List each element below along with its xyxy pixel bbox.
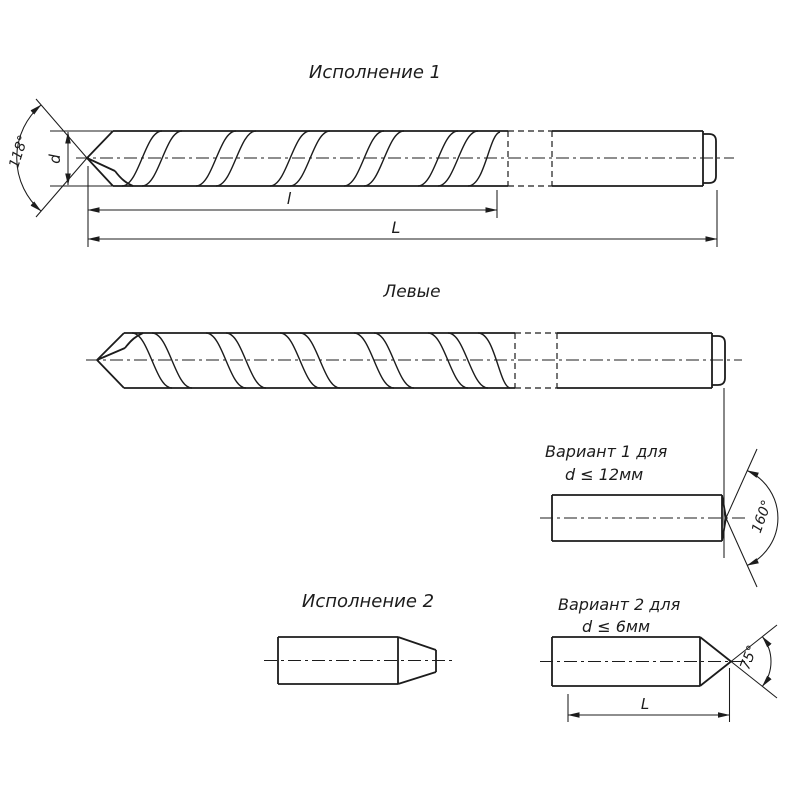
- variant1-caption-line1: Вариант 1 для: [545, 442, 668, 461]
- angle-legs-118: [35, 98, 88, 218]
- version1-title: Исполнение 1: [309, 62, 441, 83]
- dim-diameter-d: d: [46, 130, 113, 187]
- drill1-flutes: [121, 130, 501, 187]
- drill2-dashed-tang-boundary: [514, 332, 558, 389]
- drill1-dashed-tang-boundary: [507, 130, 553, 187]
- dim-point-angle-75: 75°: [730, 624, 778, 699]
- l-extension-lines: [87, 166, 498, 247]
- overall-length-label: L: [392, 218, 401, 237]
- variant2-caption-line1: Вариант 2 для: [558, 595, 681, 614]
- left-hand-title: Левые: [382, 282, 440, 302]
- variant2-end-detail: Вариант 2 для d ≤ 6мм 75° L: [540, 595, 778, 722]
- end-angle-label: 160°: [749, 498, 776, 535]
- drill1-body-outline: [113, 130, 704, 187]
- variant1-shank-outline: [551, 494, 727, 542]
- angle-legs-75: [730, 624, 778, 699]
- dim-flute-length-l: l: [87, 166, 498, 247]
- version2-blank: Исполнение 2: [264, 591, 452, 685]
- variant1-caption-line2: d ≤ 12мм: [565, 465, 643, 484]
- drill2-flutes: [131, 332, 511, 389]
- drill-left-hand: Левые: [86, 282, 742, 558]
- drill1-point: [86, 130, 134, 187]
- variant2-body-outline: [551, 636, 732, 687]
- version2-outline: [277, 636, 437, 685]
- variant1-end-detail: Вариант 1 для d ≤ 12мм 160°: [540, 442, 779, 588]
- point-angle-75-label: 75°: [737, 643, 761, 672]
- variant2-length-label: L: [641, 695, 649, 713]
- angle-arc-118: [16, 104, 42, 212]
- d-extension-lines: [50, 130, 113, 187]
- dim-variant2-length-L: L: [567, 668, 731, 722]
- angle-arc-160: [746, 470, 779, 566]
- dim-overall-length-L: L: [87, 190, 718, 247]
- point-angle-label: 118°: [6, 133, 32, 170]
- flute-length-label: l: [287, 189, 292, 208]
- angle-legs-160: [725, 448, 758, 588]
- drill2-point: [96, 332, 144, 389]
- angle-arc-75: [761, 636, 772, 687]
- variant2-caption-line2: d ≤ 6мм: [582, 617, 650, 636]
- drill2-shank-end-cap: [712, 335, 726, 386]
- drill1-shank-end-cap: [703, 133, 717, 184]
- version2-title: Исполнение 2: [302, 591, 434, 612]
- diameter-label: d: [46, 154, 64, 164]
- drill-version1: Исполнение 1 118° d l: [6, 62, 734, 247]
